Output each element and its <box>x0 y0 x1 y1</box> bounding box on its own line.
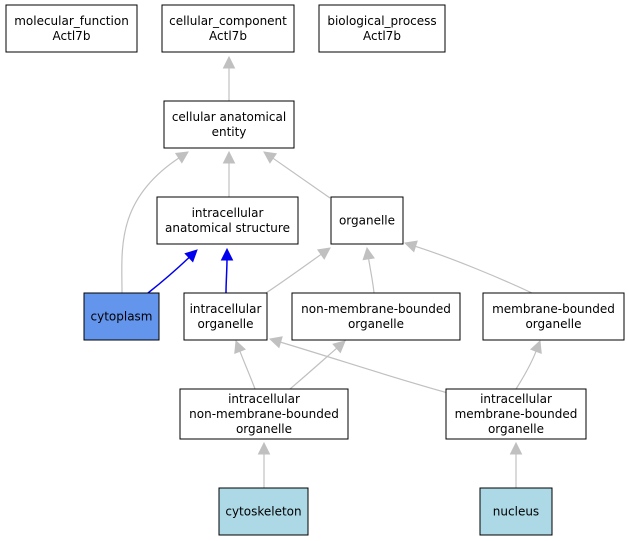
edge-intracellular-non-membrane-bounded-organelle-to-intracellular-organelle-arrowhead <box>234 339 246 354</box>
edge-intracellular-membrane-bounded-organelle-to-membrane-bounded-organelle-line <box>515 350 538 390</box>
node-non-membrane-bounded-organelle-label-line-2: organelle <box>348 317 404 331</box>
edge-intracellular-membrane-bounded-organelle-to-intracellular-organelle <box>268 336 449 394</box>
node-membrane-bounded-organelle-label-line-1: membrane-bounded <box>492 302 615 316</box>
edge-nucleus-to-intracellular-membrane-bounded-organelle <box>509 441 523 489</box>
node-cytoskeleton[interactable]: cytoskeleton <box>218 487 309 536</box>
edge-intracellular-non-membrane-bounded-organelle-to-non-membrane-bounded-organelle-line <box>289 347 338 390</box>
node-organelle-box <box>330 196 404 245</box>
edge-membrane-bounded-organelle-to-organelle-arrowhead <box>403 240 418 253</box>
edge-intracellular-membrane-bounded-organelle-to-intracellular-organelle-arrowhead <box>268 336 283 349</box>
node-intracellular-membrane-bounded-organelle-label-line-3: organelle <box>488 422 544 436</box>
node-cytoplasm-label-line-1: cytoplasm <box>91 310 153 324</box>
node-molecular-function-label-line-1: molecular_function <box>14 14 129 28</box>
edge-intracellular-non-membrane-bounded-organelle-to-non-membrane-bounded-organelle-arrowhead <box>332 340 346 354</box>
edge-membrane-bounded-organelle-to-organelle-line <box>414 245 533 294</box>
node-non-membrane-bounded-organelle-box <box>291 292 461 341</box>
edge-intracellular-organelle-to-intracellular-anatomical-structure <box>220 247 234 294</box>
node-intracellular-anatomical-structure-label-line-2: anatomical structure <box>165 221 290 235</box>
node-intracellular-anatomical-structure-label-line-1: intracellular <box>192 206 264 220</box>
node-cellular-component-label-line-1: cellular_component <box>169 14 287 28</box>
node-non-membrane-bounded-organelle-label-line-1: non-membrane-bounded <box>301 302 451 316</box>
edge-intracellular-organelle-to-organelle-line <box>265 253 323 294</box>
edge-cellular-anatomical-entity-to-cellular-component-arrowhead <box>222 55 236 69</box>
node-intracellular-non-membrane-bounded-organelle[interactable]: intracellularnon-membrane-boundedorganel… <box>179 388 349 440</box>
node-intracellular-non-membrane-bounded-organelle-label-line-3: organelle <box>236 422 292 436</box>
node-cellular-component-label-line-2: Actl7b <box>209 29 247 43</box>
edge-intracellular-organelle-to-organelle-arrowhead <box>316 247 331 260</box>
node-cytoplasm-box <box>83 292 160 341</box>
edge-intracellular-membrane-bounded-organelle-to-intracellular-organelle-line <box>279 341 449 394</box>
node-nucleus-box <box>479 487 553 536</box>
edge-non-membrane-bounded-organelle-to-organelle-line <box>367 257 375 294</box>
edge-cytoplasm-to-cellular-anatomical-entity-line <box>121 156 180 294</box>
node-cellular-anatomical-entity-box <box>163 100 295 149</box>
nodes-layer: molecular_functionActl7bcellular_compone… <box>5 4 625 536</box>
node-nucleus[interactable]: nucleus <box>479 487 553 536</box>
edge-nucleus-to-intracellular-membrane-bounded-organelle-arrowhead <box>509 441 523 455</box>
edge-intracellular-non-membrane-bounded-organelle-to-intracellular-organelle-line <box>238 350 256 390</box>
node-intracellular-membrane-bounded-organelle-label-line-2: membrane-bounded <box>455 407 578 421</box>
node-cytoplasm[interactable]: cytoplasm <box>83 292 160 341</box>
edge-non-membrane-bounded-organelle-to-organelle-arrowhead <box>362 246 375 261</box>
edge-intracellular-non-membrane-bounded-organelle-to-intracellular-organelle <box>234 339 256 390</box>
node-molecular-function-box <box>5 4 138 53</box>
node-intracellular-anatomical-structure-box <box>156 196 299 245</box>
edge-intracellular-organelle-to-intracellular-anatomical-structure-arrowhead <box>220 247 234 261</box>
node-biological-process-label-line-1: biological_process <box>327 14 436 28</box>
edge-intracellular-membrane-bounded-organelle-to-membrane-bounded-organelle-arrowhead <box>530 339 542 354</box>
edge-organelle-to-cellular-anatomical-entity-line <box>271 157 331 199</box>
node-nucleus-label-line-1: nucleus <box>493 505 539 519</box>
edge-cytoplasm-to-intracellular-anatomical-structure-arrowhead <box>184 249 198 263</box>
node-biological-process-label-line-2: Actl7b <box>363 29 401 43</box>
node-intracellular-organelle-label-line-2: organelle <box>197 317 253 331</box>
edge-intracellular-non-membrane-bounded-organelle-to-non-membrane-bounded-organelle <box>289 340 346 390</box>
node-intracellular-non-membrane-bounded-organelle-label-line-2: non-membrane-bounded <box>189 407 339 421</box>
node-intracellular-organelle-label-line-1: intracellular <box>190 302 262 316</box>
edge-cellular-anatomical-entity-to-cellular-component <box>222 55 236 102</box>
node-cellular-component-box <box>161 4 295 53</box>
edge-organelle-to-cellular-anatomical-entity <box>263 151 331 199</box>
node-intracellular-non-membrane-bounded-organelle-box <box>179 388 349 440</box>
node-intracellular-membrane-bounded-organelle-box <box>445 388 587 440</box>
edge-intracellular-anatomical-structure-to-cellular-anatomical-entity <box>222 150 236 198</box>
node-cytoskeleton-box <box>218 487 309 536</box>
edges-layer <box>121 55 542 489</box>
node-biological-process-box <box>318 4 446 53</box>
edge-intracellular-organelle-to-intracellular-anatomical-structure-line <box>225 258 228 294</box>
node-membrane-bounded-organelle-label-line-2: organelle <box>525 317 581 331</box>
node-membrane-bounded-organelle-box <box>482 292 625 341</box>
edge-intracellular-organelle-to-organelle <box>265 247 331 294</box>
edge-intracellular-anatomical-structure-to-cellular-anatomical-entity-arrowhead <box>222 150 236 164</box>
edge-cytoskeleton-to-intracellular-non-membrane-bounded-organelle-arrowhead <box>257 441 271 455</box>
edge-cytoplasm-to-cellular-anatomical-entity-arrowhead <box>174 151 189 164</box>
edge-cytoskeleton-to-intracellular-non-membrane-bounded-organelle <box>257 441 271 488</box>
node-intracellular-non-membrane-bounded-organelle-label-line-1: intracellular <box>228 392 300 406</box>
node-organelle[interactable]: organelle <box>330 196 404 245</box>
node-intracellular-organelle-box <box>183 292 268 341</box>
node-cytoskeleton-label-line-1: cytoskeleton <box>225 505 301 519</box>
node-cellular-anatomical-entity-label-line-1: cellular anatomical <box>172 110 286 124</box>
edge-organelle-to-cellular-anatomical-entity-arrowhead <box>263 151 278 164</box>
edge-intracellular-membrane-bounded-organelle-to-membrane-bounded-organelle <box>515 339 542 390</box>
edge-cytoplasm-to-intracellular-anatomical-structure-line <box>147 256 191 294</box>
edge-non-membrane-bounded-organelle-to-organelle <box>362 246 375 294</box>
edge-cytoplasm-to-cellular-anatomical-entity <box>121 151 189 294</box>
edge-cytoplasm-to-intracellular-anatomical-structure <box>147 249 198 294</box>
edge-membrane-bounded-organelle-to-organelle <box>403 240 533 294</box>
node-intracellular-membrane-bounded-organelle-label-line-1: intracellular <box>480 392 552 406</box>
node-molecular-function-label-line-2: Actl7b <box>53 29 91 43</box>
node-cellular-anatomical-entity-label-line-2: entity <box>212 125 247 139</box>
node-organelle-label-line-1: organelle <box>339 214 395 228</box>
